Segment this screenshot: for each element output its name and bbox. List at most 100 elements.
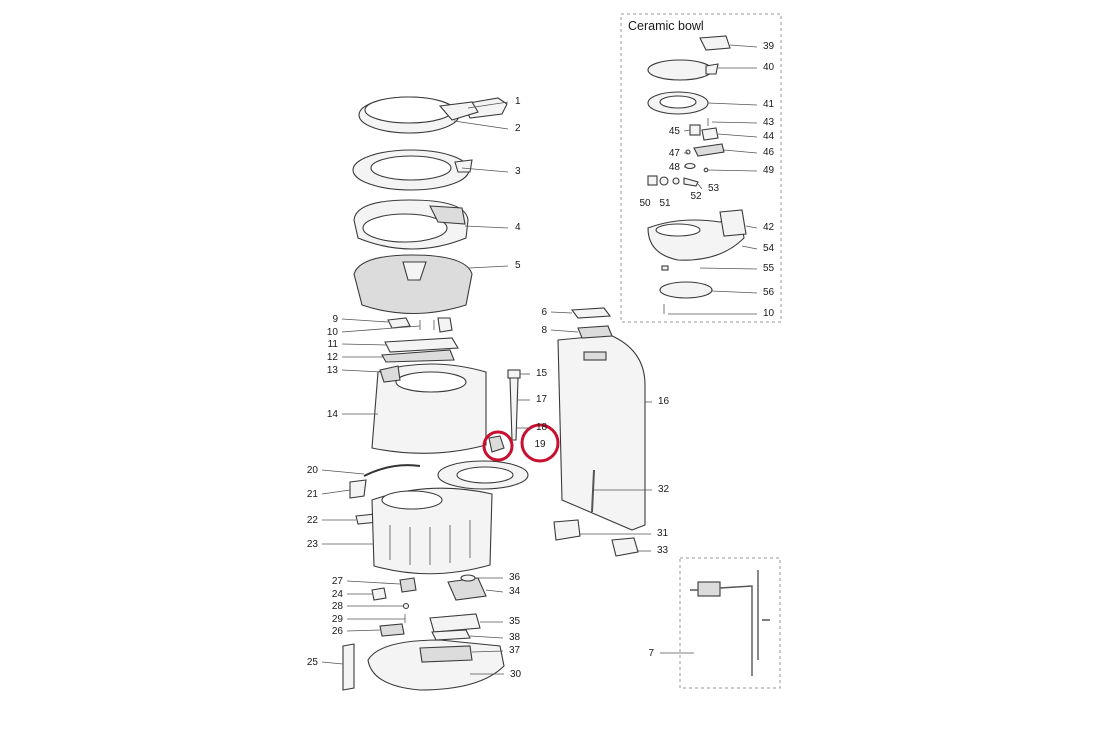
- part-31-bracket: [553, 519, 581, 541]
- callout-label-56: 56: [763, 287, 775, 298]
- callout-label-10a: 10: [327, 327, 339, 338]
- part-4-bowl-top: [353, 199, 469, 250]
- callout-label-31: 31: [657, 528, 669, 539]
- leader-line-55: [699, 267, 758, 270]
- leader-line-39: [729, 44, 758, 48]
- part-3-seat-ring: [352, 149, 473, 191]
- leader-line-1: [467, 101, 509, 109]
- leader-lines: [321, 44, 758, 675]
- leader-line-44: [717, 133, 758, 138]
- part-56-base-plate: [659, 281, 713, 299]
- ceramic-bowl-inset-border: [620, 13, 782, 323]
- callout-label-30: 30: [510, 669, 522, 680]
- callout-label-18: 18: [536, 422, 548, 433]
- part-2-seat-lid: [358, 96, 479, 134]
- callout-label-38: 38: [509, 632, 521, 643]
- part-5-bowl-base: [353, 254, 473, 314]
- part-24-small-plate: [371, 587, 387, 601]
- wiring-harness-inset-border: [679, 557, 781, 689]
- callout-label-25: 25: [307, 657, 319, 668]
- callout-label-16: 16: [658, 396, 670, 407]
- callout-label-11: 11: [328, 339, 339, 350]
- callout-label-15: 15: [536, 368, 548, 379]
- callout-label-52: 52: [690, 191, 702, 202]
- part-21-latch: [349, 479, 367, 499]
- callout-label-53: 53: [708, 183, 720, 194]
- part-15-17-18-flush-rod: [507, 369, 521, 441]
- part-38-clip: [431, 629, 471, 641]
- callout-label-36: 36: [509, 572, 521, 583]
- highlight-circle-part-19: [482, 430, 514, 462]
- callout-label-23: 23: [307, 539, 319, 550]
- part-8-bracket: [577, 325, 613, 339]
- ceramic-bowl-inset-title: Ceramic bowl: [628, 19, 704, 33]
- leader-line-27: [346, 580, 401, 585]
- callout-label-14: 14: [327, 409, 339, 420]
- part-10-screws-main: [419, 317, 453, 333]
- callout-label-55: 55: [763, 263, 775, 274]
- leader-line-11: [341, 343, 387, 346]
- part-55-small: [661, 265, 669, 271]
- callout-label-49: 49: [763, 165, 775, 176]
- callout-label-46: 46: [763, 147, 775, 158]
- callout-label-21: 21: [307, 489, 319, 500]
- part-20-gasket: [363, 464, 421, 477]
- leader-line-34: [485, 589, 504, 593]
- leader-line-42: [745, 225, 758, 229]
- leader-line-21: [321, 489, 351, 495]
- callout-label-28: 28: [332, 601, 344, 612]
- part-36-oring: [460, 574, 476, 582]
- callout-label-4: 4: [515, 222, 521, 233]
- part-41-seat: [647, 91, 709, 115]
- leader-line-41: [707, 102, 758, 106]
- callout-label-44: 44: [763, 131, 775, 142]
- part-42-bracket: [719, 209, 747, 237]
- callout-label-26: 26: [332, 626, 344, 637]
- part-50-53-fittings: [647, 175, 699, 187]
- callout-label-41: 41: [763, 99, 775, 110]
- part-39-handle: [699, 35, 731, 51]
- callout-label-5: 5: [515, 260, 521, 271]
- callout-label-32: 32: [658, 484, 670, 495]
- callout-label-19: 19: [534, 439, 546, 450]
- callout-label-48: 48: [669, 162, 681, 173]
- part-44-hinge: [701, 127, 719, 141]
- leader-line-5: [468, 265, 509, 269]
- callout-label-54: 54: [763, 243, 775, 254]
- callout-labels: 1234567891010111213141516171819202122232…: [307, 41, 775, 680]
- callout-label-29: 29: [332, 614, 344, 625]
- leader-line-53: [697, 183, 703, 190]
- callout-label-39: 39: [763, 41, 775, 52]
- leader-line-54: [741, 245, 758, 250]
- leader-line-25: [321, 661, 344, 665]
- callout-label-37: 37: [509, 645, 521, 656]
- callout-label-45: 45: [669, 126, 681, 137]
- leader-line-2: [453, 120, 509, 130]
- callout-label-8: 8: [541, 325, 547, 336]
- leader-line-38: [469, 635, 504, 639]
- part-28-washer: [402, 602, 410, 610]
- callout-label-40: 40: [763, 62, 775, 73]
- leader-line-46: [723, 149, 758, 154]
- part-23-waste-tank: [371, 487, 493, 575]
- part-26-pump-plate: [379, 623, 405, 637]
- leader-line-9: [341, 318, 389, 323]
- part-54-ceramic-bowl: [647, 213, 745, 261]
- leader-line-26: [346, 629, 381, 632]
- part-9-clip: [387, 317, 411, 329]
- part-13-lever: [379, 365, 401, 383]
- part-46-plate: [693, 143, 725, 157]
- leader-line-3: [461, 167, 509, 173]
- part-45-block: [689, 124, 701, 136]
- part-14-upper-housing: [371, 363, 487, 454]
- leader-line-56: [711, 290, 758, 294]
- part-40-lid: [647, 59, 719, 81]
- callout-label-1: 1: [515, 96, 521, 107]
- leader-line-37: [471, 650, 504, 653]
- part-33-plate: [611, 537, 639, 557]
- callout-label-50: 50: [639, 198, 651, 209]
- callout-label-7: 7: [648, 648, 654, 659]
- callout-label-9: 9: [332, 314, 338, 325]
- callout-label-17: 17: [536, 394, 548, 405]
